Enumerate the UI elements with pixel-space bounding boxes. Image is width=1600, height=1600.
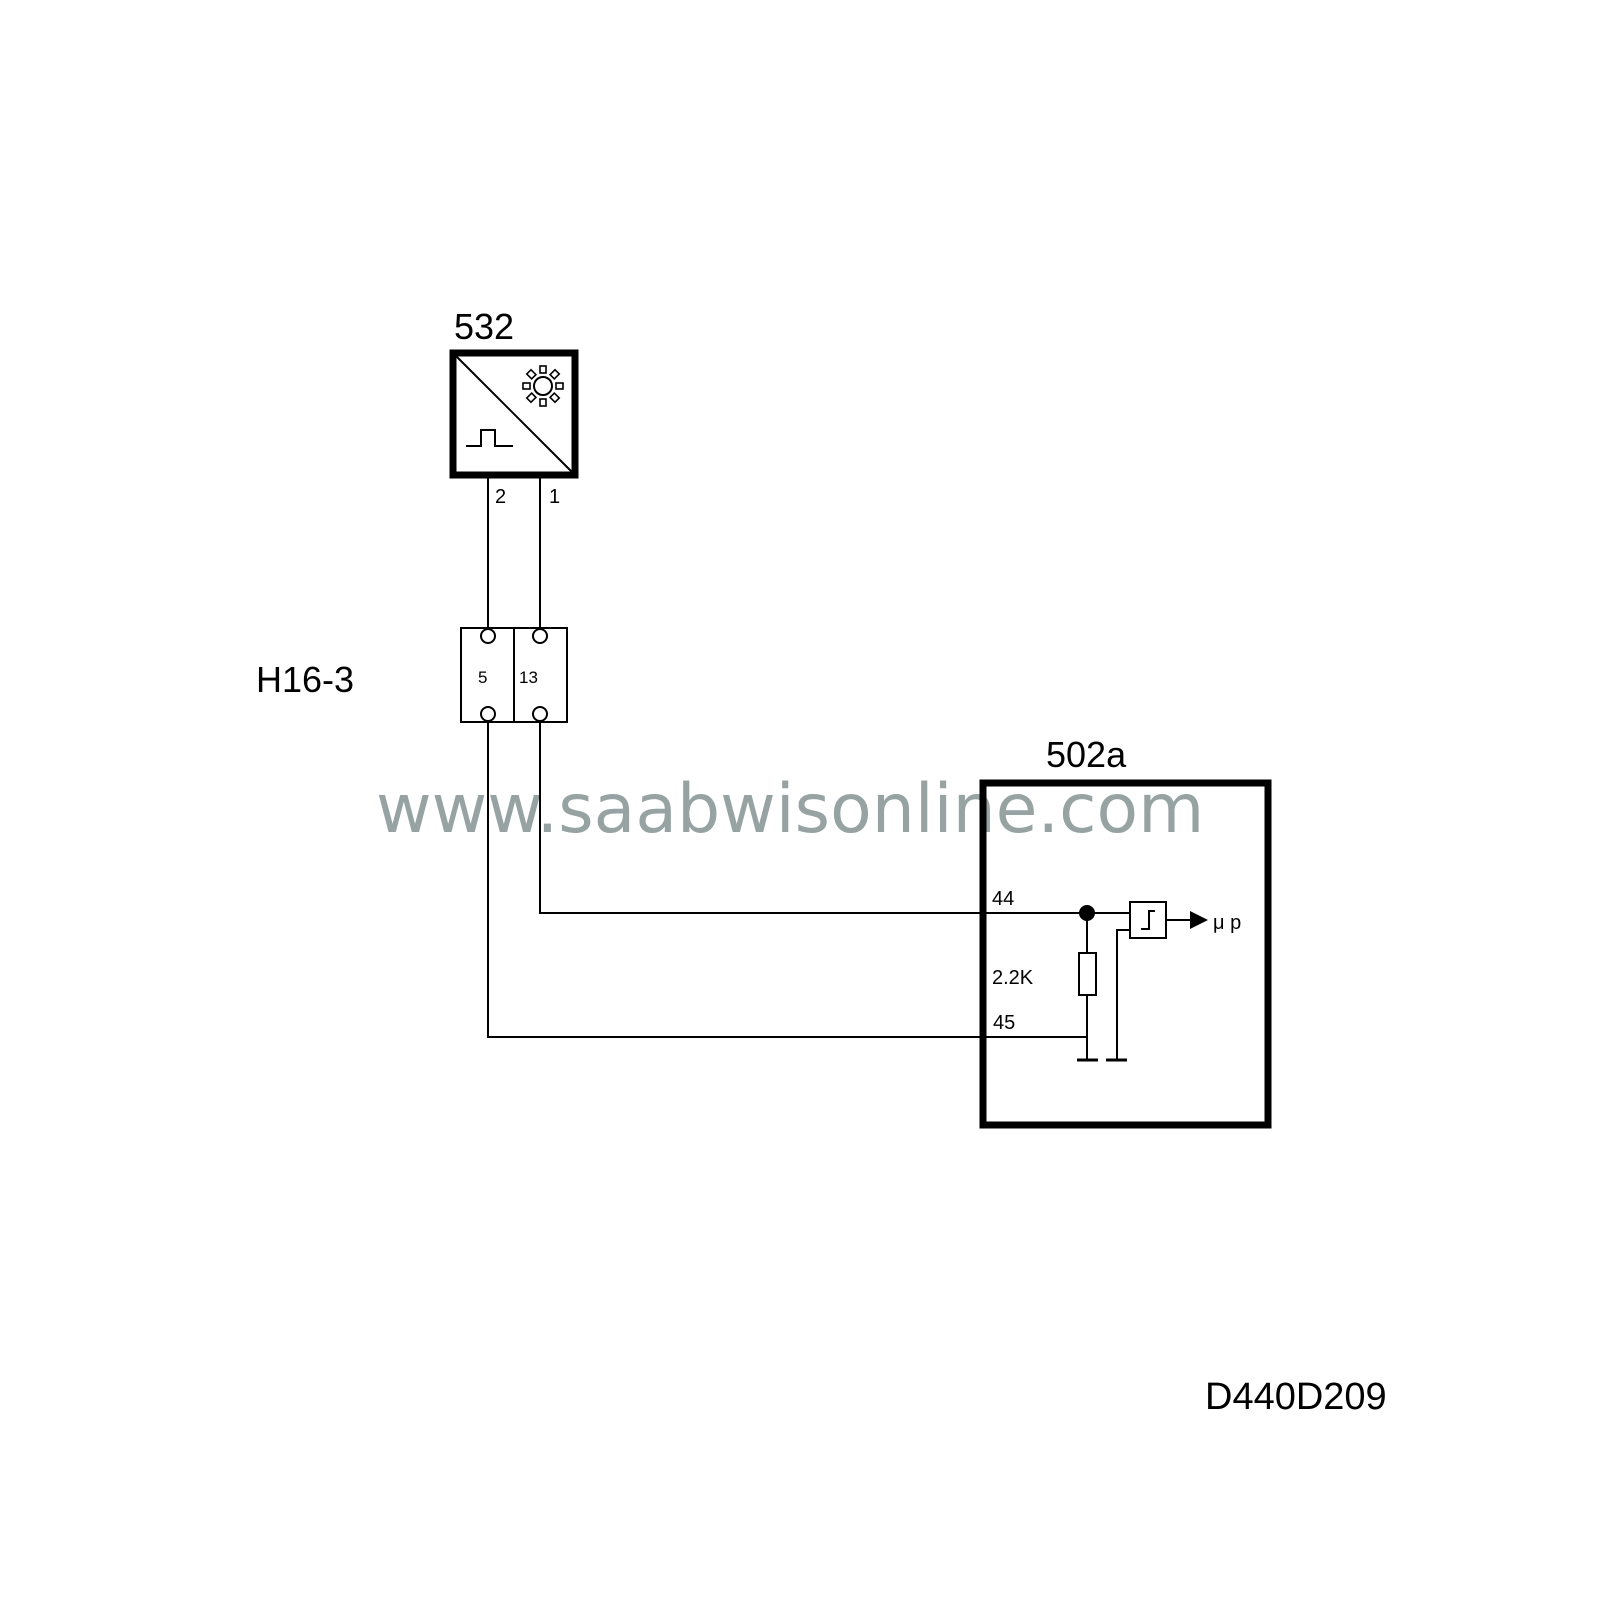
pin-44-label: 44 (992, 888, 1014, 910)
pin-45-label: 45 (993, 1012, 1015, 1034)
schmitt-trigger-icon (1141, 910, 1155, 930)
component-502a: 502a 44 2.2K 45 μ p (979, 734, 1272, 1129)
resistor-value-label: 2.2K (992, 967, 1034, 989)
component-502a-box (979, 779, 1272, 1129)
component-532-pin-2-label: 2 (495, 486, 506, 508)
component-532-pin-1-label: 1 (549, 486, 560, 508)
light-sun-icon (522, 365, 564, 407)
cavity-5-top-terminal (480, 628, 496, 644)
output-label: μ p (1213, 912, 1241, 934)
cavity-5-label: 5 (478, 668, 487, 687)
component-532: 532 2 1 (449, 306, 579, 508)
cavity-5-bottom-terminal (480, 706, 496, 722)
schmitt-reference-line (1116, 929, 1130, 1060)
cavity-13-bottom-terminal (532, 706, 548, 722)
diagonal-divider (455, 355, 573, 473)
resistor-2k2 (1078, 952, 1097, 996)
connector-h16-3: H16-3 5 13 (256, 627, 568, 723)
cavity-13-top-terminal (532, 628, 548, 644)
component-532-label: 532 (454, 306, 514, 347)
output-arrow-icon (1190, 911, 1208, 929)
drawing-id: D440D209 (1205, 1376, 1387, 1418)
wire-h16-13-to-502a-44 (539, 722, 1130, 914)
connector-h16-3-label: H16-3 (256, 659, 354, 700)
wire-h16-5-to-502a-45 (487, 722, 1087, 1038)
component-502a-label: 502a (1046, 734, 1127, 775)
pulse-signal-icon (466, 429, 513, 447)
cavity-13-label: 13 (519, 668, 538, 687)
wires (487, 478, 1130, 1038)
